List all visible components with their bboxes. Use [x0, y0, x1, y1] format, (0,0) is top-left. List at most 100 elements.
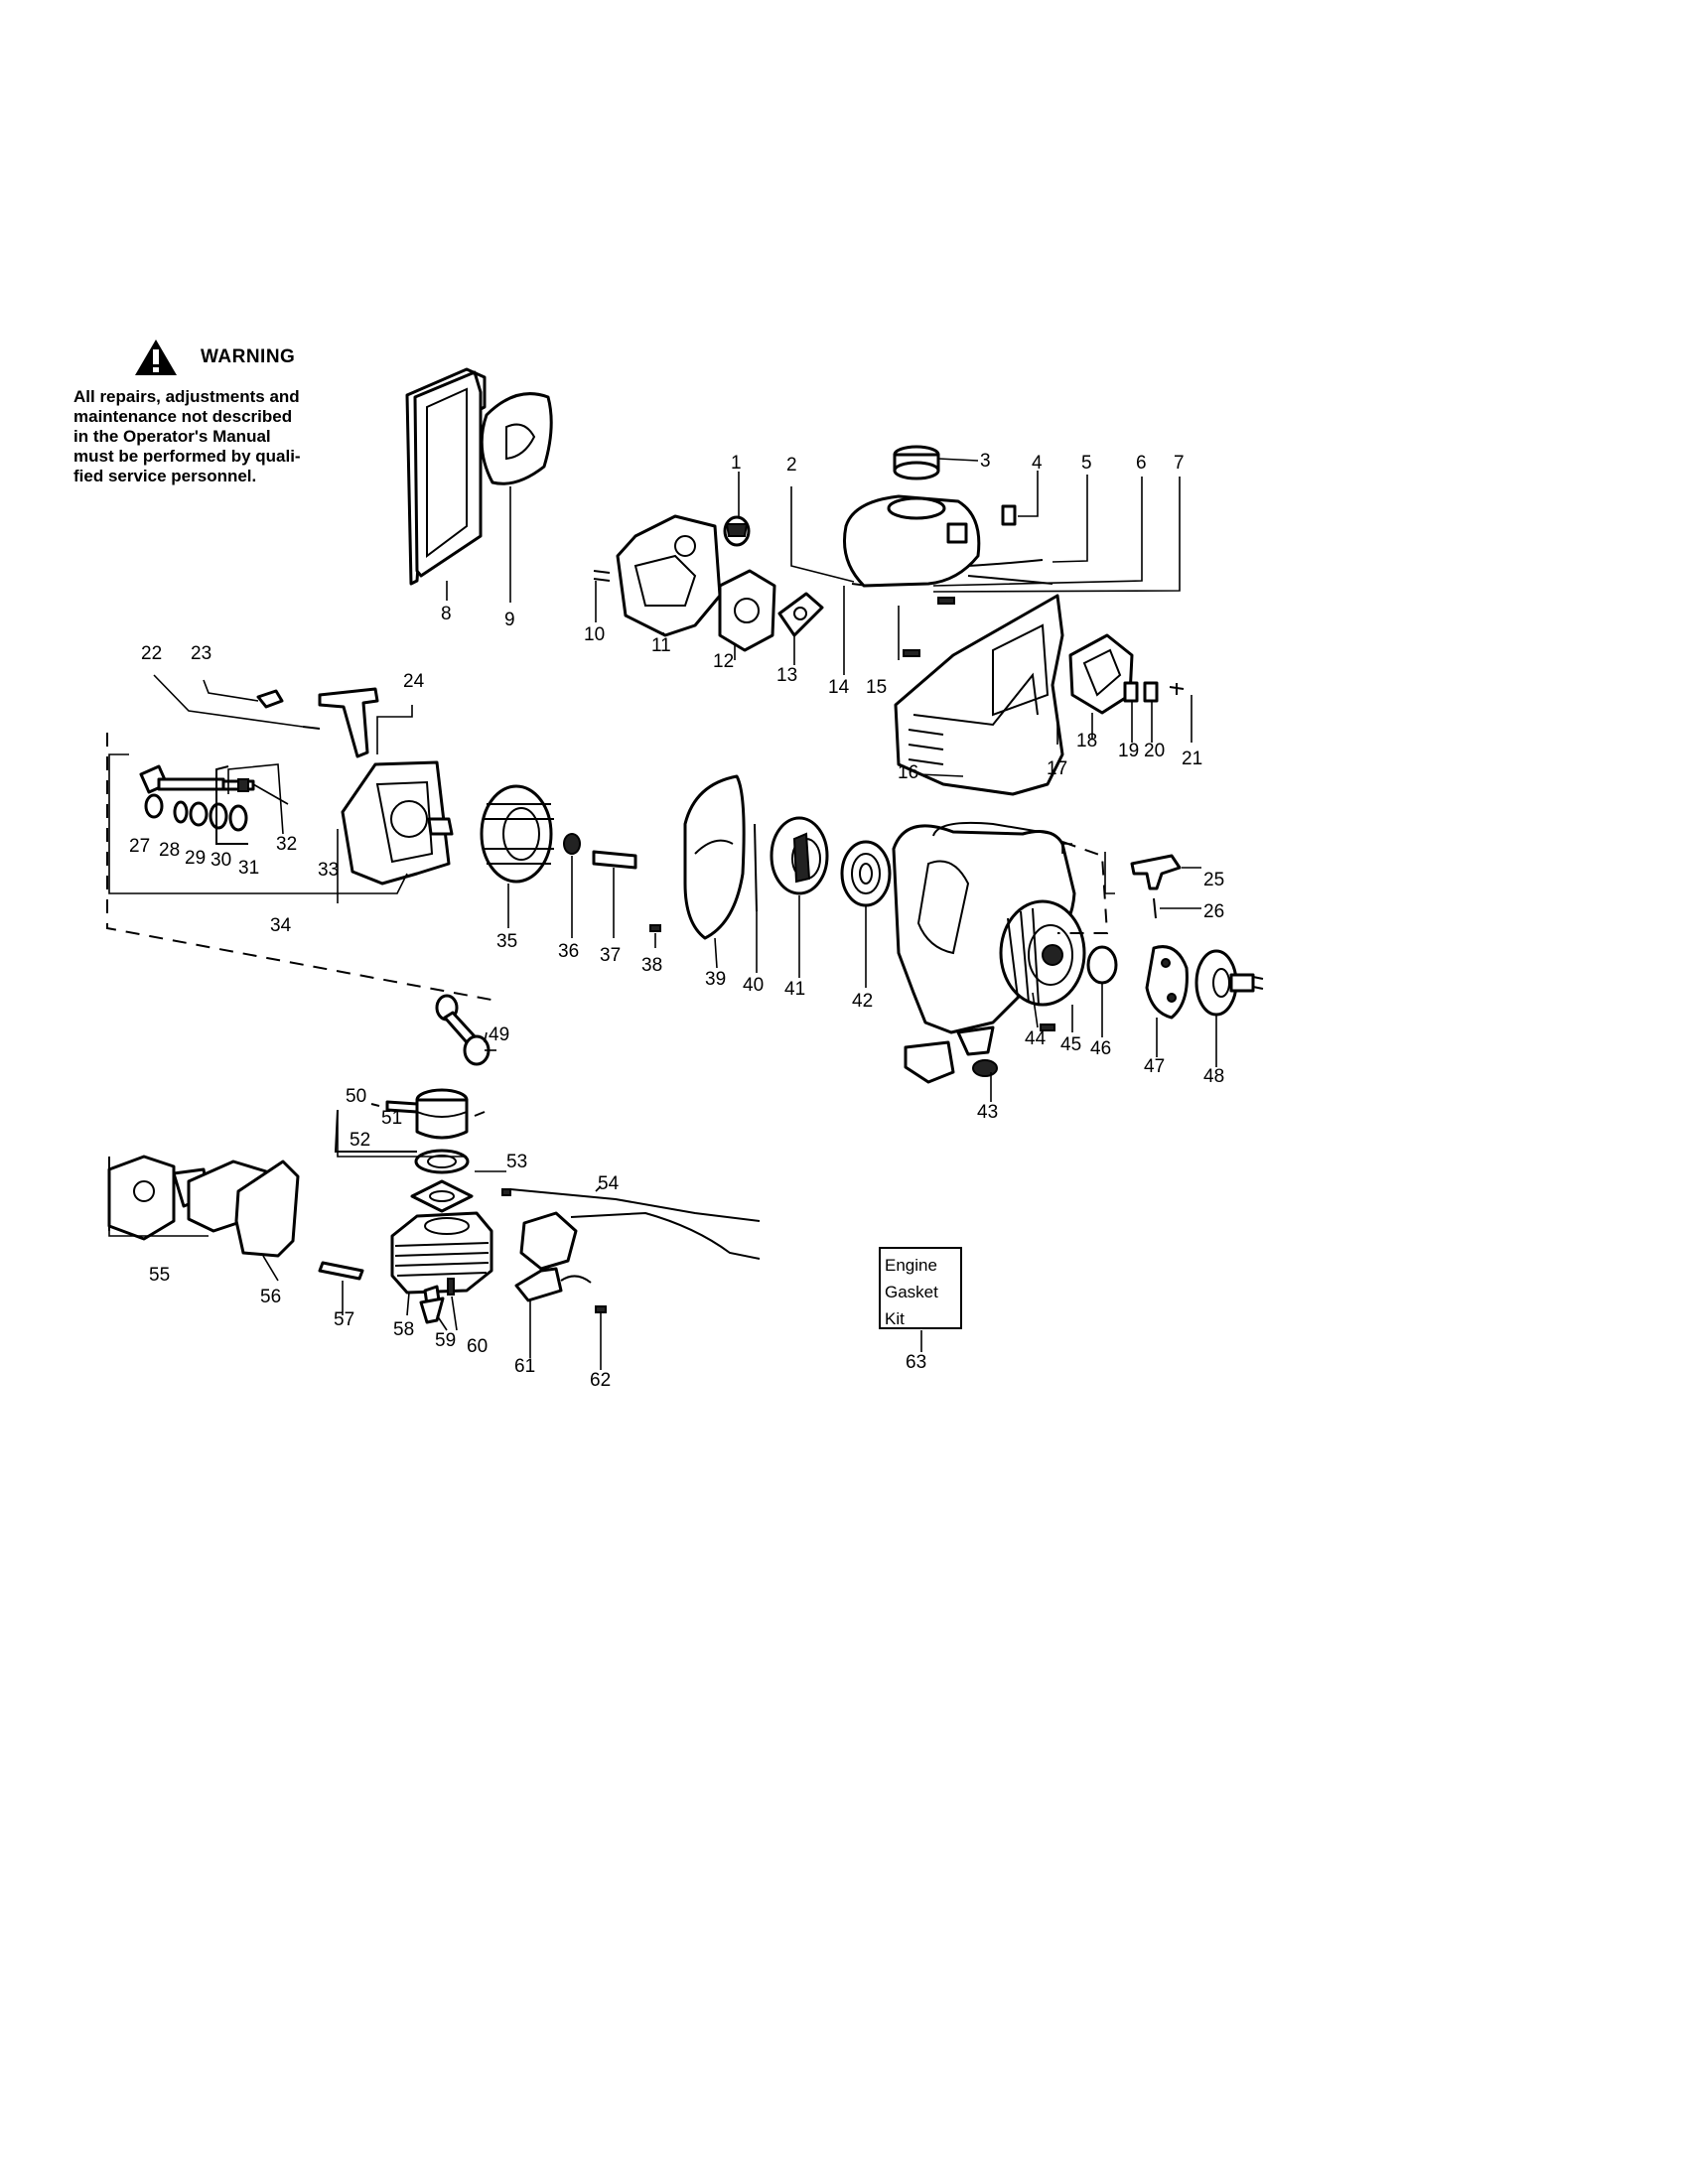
kit-line: Gasket: [885, 1283, 938, 1301]
part-label: 61: [514, 1356, 535, 1377]
part-label: 30: [210, 850, 231, 871]
part-air-filter-base: [616, 514, 722, 637]
part-label: 36: [558, 941, 579, 962]
warning-line: All repairs, adjustments and: [73, 387, 300, 406]
part-label: 51: [381, 1108, 402, 1129]
part-label: 53: [506, 1152, 527, 1172]
part-air-filter-cover: [405, 367, 487, 586]
part-label: 2: [786, 455, 797, 476]
part-label: 9: [504, 610, 515, 630]
warning-title: WARNING: [201, 346, 296, 367]
part-cylinder-gasket: [410, 1149, 474, 1213]
part-label: 14: [828, 677, 850, 698]
warning-text: All repairs, adjustments and maintenance…: [73, 387, 361, 486]
part-label: 21: [1182, 749, 1202, 769]
part-muffler-screw: [318, 1261, 364, 1281]
part-label: 49: [489, 1024, 509, 1045]
part-label: 37: [600, 945, 621, 966]
part-labels: 1 2 3 4 5 6 7 8 9 10 11 12 13 14 15 16 1…: [129, 451, 1224, 1391]
part-label: 38: [641, 955, 662, 976]
part-label: 60: [467, 1336, 488, 1357]
part-label: 29: [185, 848, 206, 869]
part-label: 16: [898, 762, 918, 783]
part-label: 46: [1090, 1038, 1111, 1059]
part-carb-gasket: [777, 592, 824, 637]
warning-header: WARNING: [133, 338, 361, 377]
part-label: 13: [776, 665, 797, 686]
part-label: 12: [713, 651, 734, 672]
part-screw: [447, 1278, 455, 1296]
kit-line: Kit: [885, 1309, 905, 1328]
part-label: 7: [1174, 453, 1185, 474]
warning-line: fied service personnel.: [73, 467, 257, 485]
part-block: [1123, 681, 1139, 703]
part-label: 17: [1047, 758, 1067, 779]
part-clutch: [1145, 945, 1189, 1020]
part-label: 35: [496, 931, 517, 952]
warning-line: must be performed by quali-: [73, 447, 301, 466]
part-label: 32: [276, 834, 297, 855]
part-starter-pulley: [770, 816, 829, 895]
part-ignition-module: [514, 1211, 592, 1302]
part-label: 56: [260, 1287, 281, 1307]
part-label: 50: [346, 1086, 366, 1107]
part-shroud: [683, 774, 746, 940]
part-bracket: [972, 1059, 998, 1077]
part-washer: [1086, 945, 1118, 985]
part-fuel-cap: [893, 445, 940, 480]
part-label: 20: [1144, 741, 1165, 761]
part-label: 19: [1118, 741, 1139, 761]
part-label: 44: [1025, 1028, 1047, 1049]
part-plate: [1068, 633, 1134, 715]
part-connecting-rod: [435, 994, 491, 1066]
part-cylinder: [390, 1211, 493, 1295]
part-label: 31: [238, 858, 259, 879]
warning-notice: WARNING All repairs, adjustments and mai…: [73, 338, 361, 486]
part-label: 43: [977, 1102, 998, 1123]
part-label: 23: [191, 643, 211, 664]
part-label: 41: [784, 979, 805, 1000]
part-screw: [1169, 683, 1185, 695]
part-label: 55: [149, 1265, 170, 1286]
bracket-lines: [108, 765, 417, 1231]
part-label: 40: [743, 975, 764, 996]
part-screw: [501, 1188, 511, 1196]
part-piston: [415, 1088, 486, 1140]
part-pin: [754, 823, 758, 912]
part-screw: [851, 583, 869, 587]
part-rewind-spring: [840, 840, 892, 907]
part-air-filter: [480, 392, 553, 485]
part-label: 39: [705, 969, 726, 990]
part-label: 57: [334, 1309, 354, 1330]
part-label: 33: [318, 860, 339, 881]
kit-number-label: 63: [906, 1352, 926, 1373]
warning-triangle-icon: [135, 340, 177, 375]
part-label: 10: [584, 624, 605, 645]
part-fuel-filter: [1001, 504, 1017, 526]
part-label: 24: [403, 671, 425, 692]
part-primer-bulb: [723, 515, 751, 547]
part-fuel-lines: [967, 559, 1053, 585]
part-ignition-wire: [509, 1188, 761, 1260]
part-clip: [1130, 854, 1182, 919]
part-label: 54: [598, 1173, 620, 1194]
part-crankcase: [341, 760, 454, 886]
part-fuel-tank: [842, 494, 981, 588]
part-label: 52: [350, 1130, 370, 1151]
part-label: 25: [1203, 870, 1224, 890]
part-throttle-trigger: [256, 687, 379, 758]
part-washers: [144, 793, 248, 832]
part-label: 47: [1144, 1056, 1165, 1077]
part-block: [1143, 681, 1159, 703]
part-label: 26: [1203, 901, 1224, 922]
part-carburetor: [718, 569, 776, 652]
part-muffler-gasket: [234, 1160, 300, 1258]
part-clutch-drum: [1194, 949, 1264, 1017]
part-label: 15: [866, 677, 887, 698]
warning-line: maintenance not described: [73, 407, 293, 426]
part-label: 8: [441, 604, 452, 624]
kit-line: Engine: [885, 1256, 937, 1275]
part-label: 6: [1136, 453, 1147, 474]
part-label: 28: [159, 840, 180, 861]
